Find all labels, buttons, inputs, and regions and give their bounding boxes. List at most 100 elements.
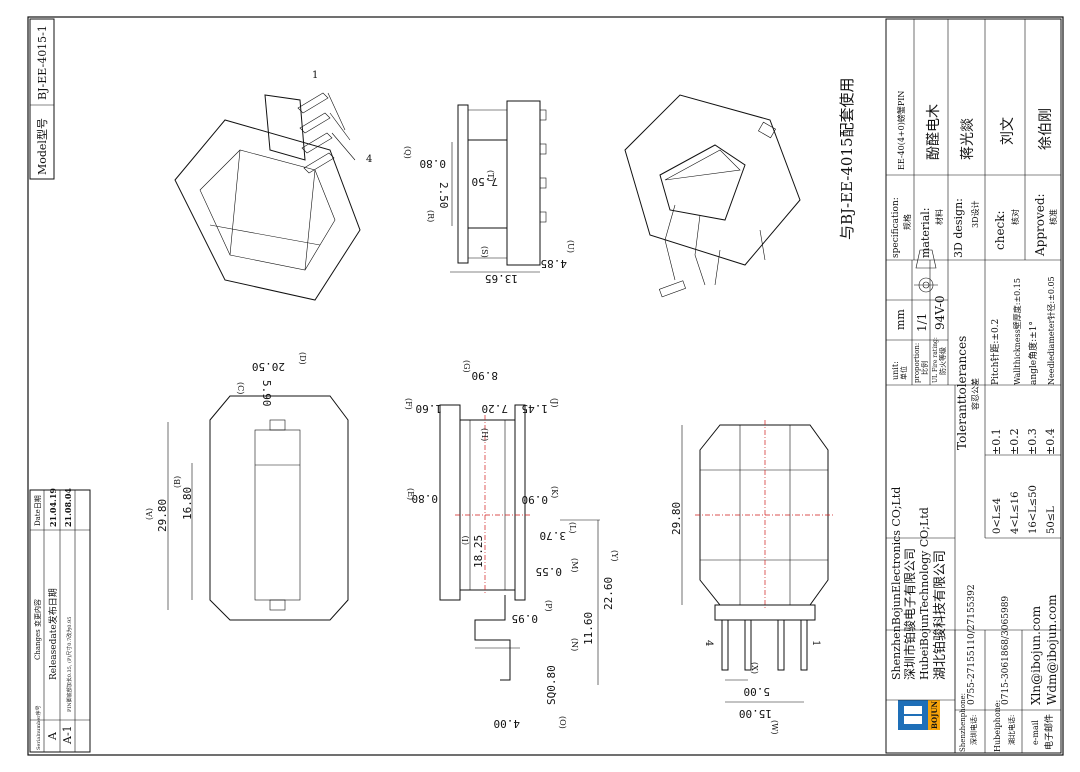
dim-front-a-value: 29.80	[670, 502, 683, 535]
tol-range-1: 0<L≤4	[992, 498, 1003, 534]
iso-pin-4-label: 4	[366, 154, 372, 165]
changes-row-a1-change: PIN脚底部加长0.35, (P)尺寸0.7改为0.95	[66, 617, 73, 712]
title-block: specification: 规格 EE-40(4+0)螃蟹PIN materi…	[885, 18, 1062, 754]
unit-label: unit:	[891, 361, 900, 380]
dim-s-label: (S)	[480, 246, 489, 258]
dim-b-label: (B)	[173, 476, 182, 488]
dim-o-label: (O)	[558, 716, 567, 729]
dim-g-label: (G)	[462, 360, 471, 373]
unit-value: mm	[894, 309, 907, 330]
top-view: 29.80 (A) 16.80 (B) 5.90 (C) 20.50 (D)	[145, 352, 349, 621]
fire-value: 94V-0	[933, 295, 947, 330]
dim-u-label: (U)	[566, 240, 575, 253]
dim-4-value: 4.00	[494, 717, 521, 730]
tol-range-2: 4<L≤16	[1010, 492, 1021, 535]
check-label: check:	[993, 210, 1007, 250]
changes-table: Serialnumber序号 Changes 变更内容 Date日期 A Rel…	[29, 488, 91, 753]
design-cn: 3D设计	[970, 200, 980, 228]
unit-cn: 单位	[899, 366, 908, 380]
design-value: 蒋光燚	[960, 118, 976, 160]
dim-w-label: (W)	[770, 720, 779, 734]
dim-y-value: 22.60	[602, 577, 615, 610]
changes-header-change: Changes 变更内容	[33, 599, 42, 660]
dim-c-label: (C)	[236, 382, 245, 394]
dim-g-value: 8.90	[472, 369, 499, 382]
company-line-3: HubeiBojunTechnology CO;Ltd	[918, 507, 931, 680]
dim-d-label: (D)	[298, 352, 307, 365]
fire-label: UL Fire rating:	[932, 337, 939, 383]
spec-label: specification:	[891, 197, 901, 258]
dim-n-label: (N)	[570, 638, 579, 651]
dim-x-value: 5.00	[744, 685, 771, 698]
material-label: material:	[919, 208, 932, 258]
contact-hb-value: 0715-3061868/3065989	[1001, 596, 1011, 705]
dim-s-value: 13.65	[485, 272, 518, 285]
note-angle: angle角度:±1°	[1027, 321, 1039, 385]
dim-e-label: (E)	[406, 488, 415, 500]
design-label: 3D design:	[952, 198, 965, 258]
tolerance-cn: 容忍公差	[970, 378, 980, 410]
contact-sz-label: Shenzhenphone:	[959, 693, 967, 752]
contact-sz-cn: 深圳电话:	[969, 715, 978, 745]
dim-h-value: 7.20	[482, 402, 509, 415]
changes-header-date: Date日期	[34, 495, 42, 526]
contact-email-cn: 电子邮件	[1043, 714, 1055, 750]
dim-d-value: 20.50	[252, 360, 285, 373]
dim-a-label: (A)	[145, 508, 154, 520]
dim-n-value: 11.60	[582, 612, 595, 645]
dim-h-label: (H)	[480, 428, 489, 441]
spec-value: EE-40(4+0)螃蟹PIN	[896, 91, 906, 170]
dim-t-label: (T)	[486, 170, 495, 182]
dim-f-value: 1.60	[416, 402, 443, 415]
changes-row-a1-date: 21.08.04	[63, 488, 73, 527]
contact-sz-value: 0755-27155110/27155392	[967, 584, 977, 705]
dim-j-value: 1.45	[522, 402, 549, 415]
proportion-cn: 比例	[920, 361, 929, 375]
dim-m-value: 0.55	[536, 565, 563, 578]
projection-symbol-icon	[914, 249, 938, 293]
contact-hb-label: Hubeiphone:	[993, 700, 1002, 752]
proportion-value: 1/1	[915, 313, 929, 332]
contact-email-value-2: Wdm@ibojun.com	[1045, 594, 1059, 705]
changes-row-a-date: 21.04.19	[48, 488, 58, 527]
front-view: 29.80 4 1 5.00 (X) 15.00 (W)	[670, 420, 833, 734]
fire-cn: 防火等级	[938, 347, 947, 375]
approved-value: 徐伯刚	[1038, 108, 1054, 150]
dim-o-value: SQ0.80	[545, 665, 558, 705]
dim-l-value: 3.70	[540, 529, 567, 542]
tol-value-1: ±0.1	[990, 428, 1003, 455]
contact-email-value-1: Xln@ibojun.com	[1029, 605, 1043, 705]
end-view: 0.80 (Q) 2.50 (R) 7.50 (T) 13.65 (S) 4.8…	[403, 100, 575, 285]
material-value: 酚醛电木	[926, 104, 942, 160]
dim-p-label: (P)	[544, 600, 553, 612]
dim-y-label: (Y)	[610, 550, 619, 562]
contact-email-label: e-mail	[1031, 720, 1040, 745]
dim-w-value: 15.00	[739, 707, 772, 720]
company-line-1: ShenzhenBojunElectronics CO;Ltd	[890, 487, 903, 680]
changes-row-a1-serial: A-1	[61, 725, 74, 745]
changes-row-a-change: Releasedate发布日期	[47, 588, 59, 680]
tol-value-4: ±0.4	[1044, 428, 1057, 455]
contact-hb-cn: 湖北电话:	[1007, 715, 1016, 745]
check-cn: 核对	[1010, 209, 1020, 225]
tol-range-4: 50≤L	[1046, 506, 1057, 534]
isometric-view-pins: 1 4	[174, 70, 372, 301]
dim-k-value: 0.90	[522, 493, 549, 506]
approved-label: Approved:	[1033, 193, 1047, 257]
company-line-2: 深圳市铂骏电子有限公司	[902, 548, 917, 680]
tol-value-2: ±0.2	[1008, 428, 1021, 455]
approved-cn: 核准	[1048, 209, 1058, 225]
dim-l-label: (L)	[568, 522, 577, 534]
dim-f-label: (F)	[404, 398, 413, 410]
dim-r-value: 2.50	[437, 182, 450, 209]
check-value: 刘文	[1000, 117, 1016, 145]
dim-a-value: 29.80	[156, 499, 169, 532]
proportion-label: proportion:	[913, 343, 921, 383]
dim-j-label: (J)	[550, 398, 559, 407]
changes-row-a-serial: A	[46, 731, 59, 741]
dim-u-value: 4.85	[541, 257, 568, 270]
dim-t-value: 7.50	[472, 175, 499, 188]
spec-cn: 规格	[902, 214, 912, 230]
dim-m-label: (M)	[570, 558, 579, 572]
